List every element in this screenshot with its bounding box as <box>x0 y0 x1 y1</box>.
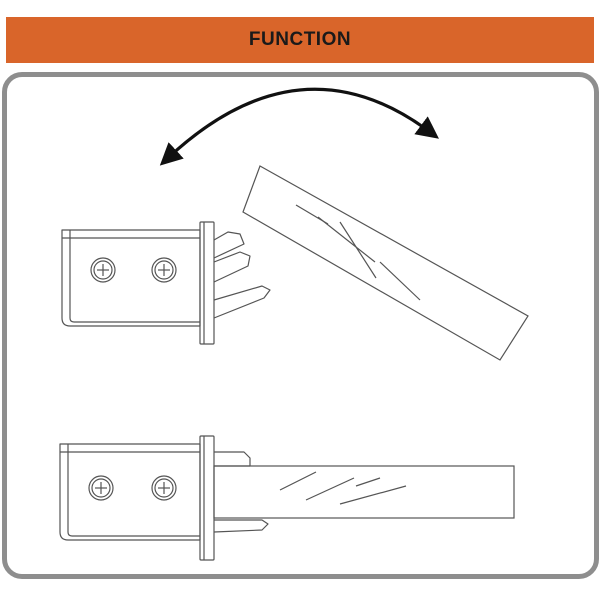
mounting-block <box>61 229 201 327</box>
phillips-screw-icon <box>151 475 177 501</box>
pivot-fingers <box>213 231 271 319</box>
glass-panel-tilted <box>242 165 529 361</box>
header-bar: FUNCTION <box>6 17 594 63</box>
glass-panel-closed <box>213 465 515 519</box>
pivot-fingers <box>213 451 269 533</box>
hinge-assembly-closed <box>59 435 269 561</box>
rotation-arrow-icon <box>159 87 439 166</box>
hinge-assembly-rotating <box>61 221 271 345</box>
mounting-block <box>59 443 201 541</box>
phillips-screw-icon <box>88 475 114 501</box>
phillips-screw-icon <box>151 257 177 283</box>
header-title: FUNCTION <box>248 29 352 50</box>
phillips-screw-icon <box>90 257 116 283</box>
flange-plate <box>199 221 215 345</box>
flange-plate <box>199 435 215 561</box>
